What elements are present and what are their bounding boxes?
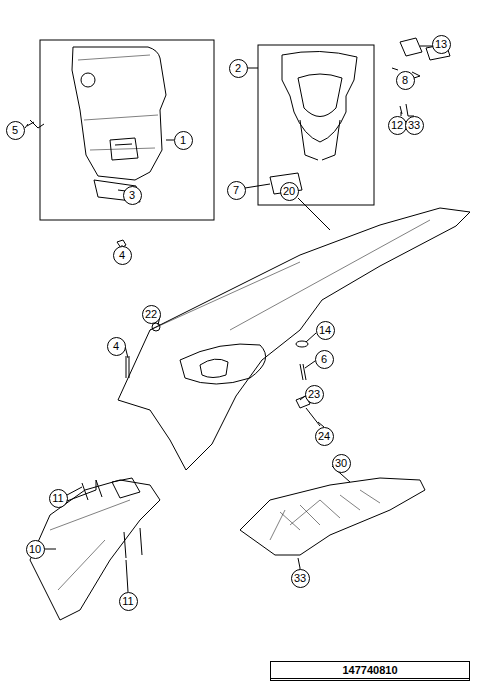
drawing-number: 147740810 [270,661,470,681]
fender-cutout [180,344,266,384]
fender-edge [50,500,130,590]
headlight-opening [298,74,342,117]
grommet [152,323,160,331]
screw [300,364,306,380]
callout-number: 2 [229,59,248,78]
callout-number: 7 [227,181,246,200]
mask-mount [300,120,340,160]
callout-number: 11 [49,489,68,508]
number-plate [72,47,166,180]
callout-number: 5 [6,121,25,140]
cover [240,478,425,555]
callout-number: 6 [315,350,334,369]
screw [298,558,300,568]
callout-number: 10 [26,540,45,559]
group-frame [258,45,374,205]
callout-number: 22 [142,305,161,324]
callout-number: 3 [123,186,142,205]
callout-number: 33 [291,569,310,588]
callout-number: 8 [396,71,415,90]
callout-number: 11 [119,592,138,611]
plate-clip [110,138,138,160]
callout-number: 30 [332,454,351,473]
cover-ribs [270,490,380,540]
callout-number: 14 [316,321,335,340]
screw [392,68,420,116]
rear-fender [118,208,470,470]
leader-line [44,549,56,550]
leader-line [25,46,432,592]
plate-edge [78,55,158,150]
callout-number: 4 [107,337,126,356]
callout-number: 33 [405,116,424,135]
callout-number: 13 [432,35,451,54]
fender-mount [112,478,140,498]
group-frame [40,40,214,220]
leader-line [67,480,96,501]
fender-edge [150,220,430,330]
fender-mount [200,359,228,377]
callout-number: 4 [113,246,132,265]
screw [126,356,129,378]
callout-number: 12 [388,116,407,135]
callout-number: 23 [305,385,324,404]
screw [27,120,44,128]
callout-number: 1 [174,131,193,150]
callout-number: 24 [315,427,334,446]
callout-number: 20 [280,182,299,201]
front-fender [30,480,160,620]
plate-hole [81,73,95,87]
headlight-mask [282,51,357,142]
